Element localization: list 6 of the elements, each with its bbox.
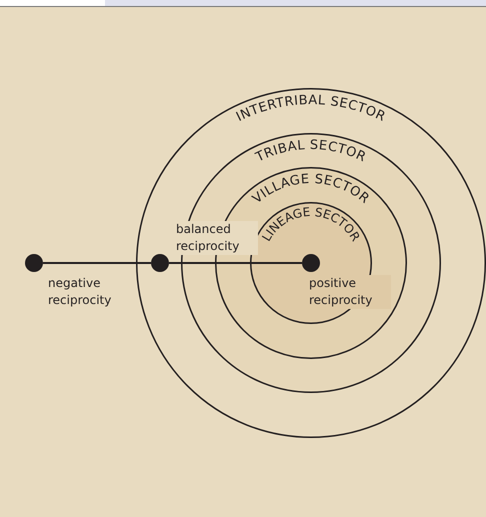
sector-circle: [136, 88, 486, 438]
connector-line: [43, 262, 151, 264]
reciprocity-label: balanced reciprocity: [174, 221, 258, 255]
dot: [25, 254, 43, 272]
connector-line: [169, 262, 302, 264]
reciprocity-label: positive reciprocity: [307, 275, 391, 309]
